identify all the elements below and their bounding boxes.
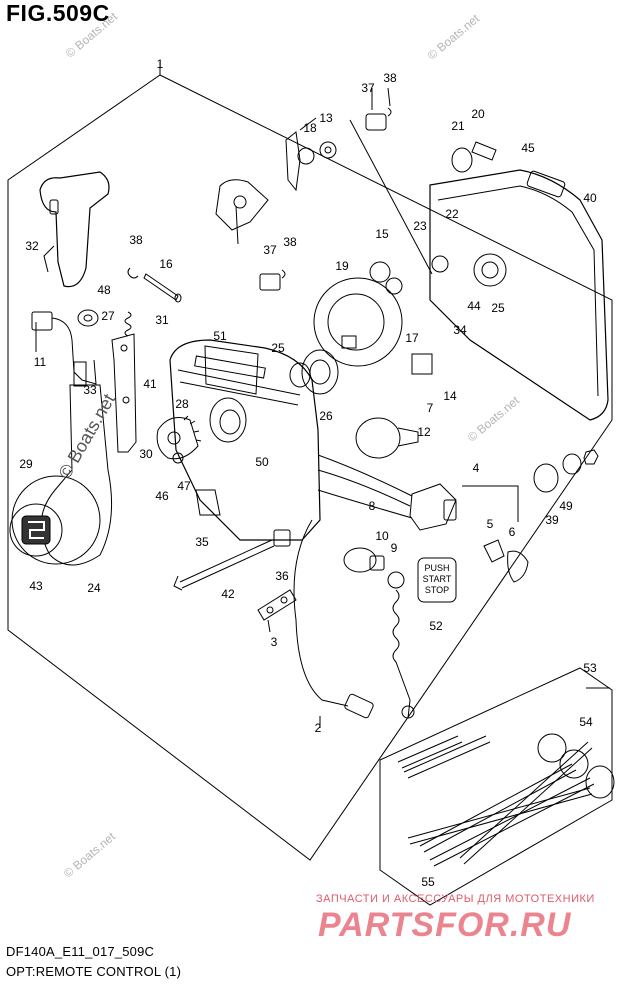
callout-32: 32 <box>25 239 39 253</box>
lever-arm <box>40 384 113 566</box>
kit-boundary <box>379 667 613 906</box>
callout-17: 17 <box>405 331 419 345</box>
callout-30: 30 <box>139 447 153 461</box>
lever-hub-inner <box>9 503 63 557</box>
callout-35: 35 <box>195 535 209 549</box>
push-switch-label: PUSH START STOP <box>423 563 452 595</box>
callout-23: 23 <box>413 219 427 233</box>
callout-33: 33 <box>83 383 97 397</box>
housing-bore <box>209 397 247 443</box>
callout-52: 52 <box>429 619 443 633</box>
callout-38: 38 <box>283 235 297 249</box>
push-switch-button <box>417 557 457 603</box>
side-cover <box>429 169 609 421</box>
callout-25: 25 <box>491 301 505 315</box>
callout-38: 38 <box>383 71 397 85</box>
cam-gear <box>156 417 199 460</box>
callout-20: 20 <box>471 107 485 121</box>
assembly-boundary <box>7 74 613 861</box>
callout-39: 39 <box>545 513 559 527</box>
callout-48: 48 <box>97 283 111 297</box>
callout-2: 2 <box>315 721 322 735</box>
callout-45: 45 <box>521 141 535 155</box>
callout-28: 28 <box>175 397 189 411</box>
diagram-code: DF140A_E11_017_509C <box>6 944 155 959</box>
callout-31: 31 <box>155 313 169 327</box>
callout-11: 11 <box>34 355 47 369</box>
callout-43: 43 <box>29 579 43 593</box>
long-bolt <box>179 539 275 589</box>
callout-12: 12 <box>417 425 431 439</box>
callout-19: 19 <box>335 259 349 273</box>
stop-label: STOP <box>425 585 449 595</box>
diagram-caption: OPT:REMOTE CONTROL (1) <box>6 964 182 979</box>
callout-8: 8 <box>369 499 376 513</box>
callout-24: 24 <box>87 581 101 595</box>
callout-47: 47 <box>177 479 191 493</box>
callout-50: 50 <box>255 455 269 469</box>
callout-27: 27 <box>101 309 115 323</box>
callout-51: 51 <box>213 329 227 343</box>
callout-36: 36 <box>275 569 289 583</box>
rotor-plate <box>313 277 403 367</box>
callout-55: 55 <box>421 875 435 889</box>
callout-34: 34 <box>453 323 467 337</box>
callout-5: 5 <box>487 517 494 531</box>
callout-9: 9 <box>391 541 398 555</box>
callout-21: 21 <box>451 119 465 133</box>
callout-54: 54 <box>579 715 593 729</box>
callout-13: 13 <box>319 111 333 125</box>
callout-4: 4 <box>473 461 480 475</box>
push-label: PUSH <box>424 563 449 573</box>
callout-6: 6 <box>509 525 516 539</box>
callout-7: 7 <box>427 401 434 415</box>
stop-lanyard <box>392 589 411 719</box>
callout-44: 44 <box>467 299 481 313</box>
shop-logo: PARTSFOR.RU <box>318 906 572 944</box>
callout-42: 42 <box>221 587 235 601</box>
callout-41: 41 <box>143 377 157 391</box>
callout-14: 14 <box>443 389 457 403</box>
control-handle <box>39 171 110 288</box>
callout-53: 53 <box>583 661 597 675</box>
callout-29: 29 <box>19 457 33 471</box>
stopper <box>355 417 401 459</box>
callout-16: 16 <box>159 257 173 271</box>
callout-3: 3 <box>271 635 278 649</box>
callout-37: 37 <box>263 243 277 257</box>
shop-tagline: ЗАПЧАСТИ И АКСЕССУАРЫ ДЛЯ МОТОТЕХНИКИ <box>316 893 595 905</box>
callout-10: 10 <box>375 529 389 543</box>
callout-1: 1 <box>157 57 164 71</box>
callout-26: 26 <box>319 409 333 423</box>
callout-46: 46 <box>155 489 169 503</box>
callout-49: 49 <box>559 499 573 513</box>
callout-18: 18 <box>303 121 317 135</box>
neutral-switch <box>73 361 87 387</box>
callout-15: 15 <box>375 227 389 241</box>
callout-40: 40 <box>583 191 597 205</box>
callout-25: 25 <box>271 341 285 355</box>
callout-38: 38 <box>129 233 143 247</box>
bracket <box>111 333 137 453</box>
harness-cable <box>293 519 349 707</box>
start-label: START <box>423 574 452 584</box>
figure-title: FIG.509C <box>6 0 110 26</box>
ignition-switch <box>409 483 457 531</box>
key-fob <box>507 550 529 583</box>
callout-layer: 1234567891011121314151617181920212223242… <box>19 57 597 889</box>
housing-body <box>169 339 321 541</box>
callout-37: 37 <box>361 81 375 95</box>
callout-22: 22 <box>445 207 459 221</box>
